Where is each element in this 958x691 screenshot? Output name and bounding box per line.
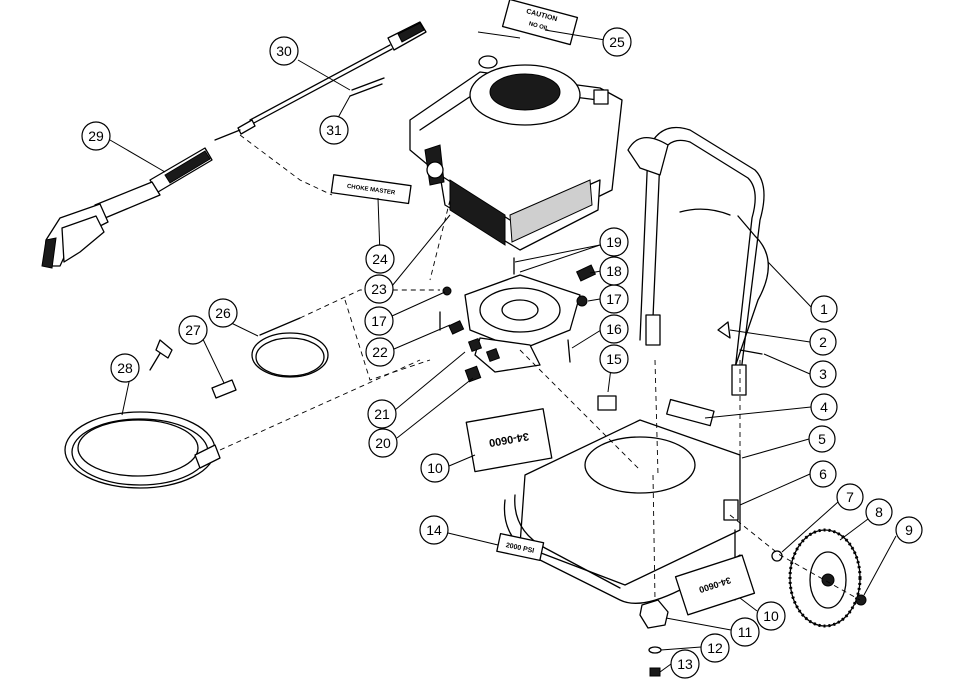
svg-text:22: 22 — [372, 344, 388, 360]
callout-27: 27 — [178, 315, 208, 345]
svg-text:12: 12 — [707, 640, 723, 656]
callout-25: 25 — [602, 27, 632, 57]
svg-text:8: 8 — [875, 504, 883, 520]
callout-20: 20 — [368, 428, 398, 458]
svg-text:9: 9 — [905, 522, 913, 538]
caution-decal-line2: NO OIL — [528, 21, 550, 32]
svg-text:4: 4 — [820, 399, 828, 415]
svg-text:17: 17 — [371, 313, 387, 329]
svg-text:20: 20 — [375, 435, 391, 451]
svg-text:5: 5 — [818, 431, 826, 447]
axle-bracket — [723, 499, 739, 521]
callout-29: 29 — [81, 121, 111, 151]
callout-30: 30 — [269, 36, 299, 66]
callout-8: 8 — [865, 498, 893, 526]
wheel — [788, 528, 862, 628]
svg-text:27: 27 — [185, 322, 201, 338]
model-decal-b: 34-0600 — [674, 554, 756, 616]
callout-6: 6 — [809, 460, 837, 488]
svg-text:18: 18 — [606, 263, 622, 279]
base-deck — [503, 419, 741, 604]
svg-text:7: 7 — [846, 489, 854, 505]
assembly-lines — [219, 134, 861, 601]
callout-15: 15 — [599, 344, 629, 374]
svg-text:26: 26 — [215, 305, 231, 321]
svg-text:25: 25 — [609, 34, 625, 50]
callout-2: 2 — [809, 328, 837, 356]
callout-28: 28 — [110, 353, 140, 383]
hose-high-pressure — [64, 339, 221, 489]
washer — [771, 550, 783, 562]
callout-18: 18 — [599, 256, 629, 286]
callout-10-right: 10 — [756, 601, 786, 631]
svg-text:23: 23 — [371, 281, 387, 297]
clip — [717, 321, 731, 339]
fittings — [439, 257, 597, 363]
callouts: 1 2 3 4 5 6 7 8 9 10 10 11 12 13 14 15 1… — [81, 27, 923, 679]
svg-text:6: 6 — [819, 466, 827, 482]
svg-text:19: 19 — [606, 234, 622, 250]
svg-text:29: 29 — [88, 128, 104, 144]
svg-text:10: 10 — [763, 608, 779, 624]
callout-1: 1 — [810, 295, 838, 323]
small-decal — [597, 395, 617, 411]
callout-24: 24 — [365, 244, 395, 274]
callout-13: 13 — [670, 649, 700, 679]
callout-3: 3 — [809, 360, 837, 388]
callout-4: 4 — [810, 393, 838, 421]
callout-17-right: 17 — [599, 284, 629, 314]
svg-text:14: 14 — [426, 522, 442, 538]
callout-14: 14 — [419, 515, 449, 545]
svg-text:28: 28 — [117, 360, 133, 376]
svg-text:16: 16 — [606, 321, 622, 337]
pump-assembly — [464, 274, 581, 383]
callout-7: 7 — [836, 483, 864, 511]
callout-11: 11 — [730, 617, 760, 647]
axle-nut — [855, 594, 867, 606]
svg-text:3: 3 — [819, 366, 827, 382]
cart-frame — [627, 126, 769, 396]
svg-text:21: 21 — [374, 406, 390, 422]
svg-text:30: 30 — [276, 43, 292, 59]
bolt — [739, 349, 763, 355]
callout-21: 21 — [367, 399, 397, 429]
callout-5: 5 — [808, 425, 836, 453]
svg-text:24: 24 — [372, 251, 388, 267]
callout-19: 19 — [599, 227, 629, 257]
svg-text:17: 17 — [606, 291, 622, 307]
spray-wand — [214, 21, 427, 141]
leader-lines — [109, 29, 897, 673]
callout-23: 23 — [364, 274, 394, 304]
svg-text:2: 2 — [819, 334, 827, 350]
svg-text:31: 31 — [326, 122, 342, 138]
caution-decal: CAUTION NO OIL — [501, 0, 579, 46]
svg-text:13: 13 — [677, 656, 693, 672]
model-decal: 34-0600 — [465, 408, 553, 473]
callout-16: 16 — [599, 314, 629, 344]
nozzle-tip — [349, 77, 385, 97]
warning-decal — [666, 398, 715, 427]
engine — [409, 55, 623, 251]
callout-26: 26 — [208, 298, 238, 328]
callout-22: 22 — [365, 337, 395, 367]
svg-text:15: 15 — [606, 351, 622, 367]
svg-text:1: 1 — [820, 301, 828, 317]
svg-text:10: 10 — [427, 460, 443, 476]
foot — [639, 599, 669, 677]
trigger-gun — [41, 147, 213, 269]
callout-10-left: 10 — [420, 453, 450, 483]
svg-text:11: 11 — [738, 624, 753, 640]
hose-small — [211, 317, 329, 399]
callout-17-left: 17 — [364, 306, 394, 336]
callout-31: 31 — [319, 115, 349, 145]
psi-decal: 2000 PSI — [496, 532, 545, 562]
callout-12: 12 — [700, 633, 730, 663]
choke-decal: CHOKE MASTER — [330, 174, 412, 205]
callout-9: 9 — [895, 516, 923, 544]
